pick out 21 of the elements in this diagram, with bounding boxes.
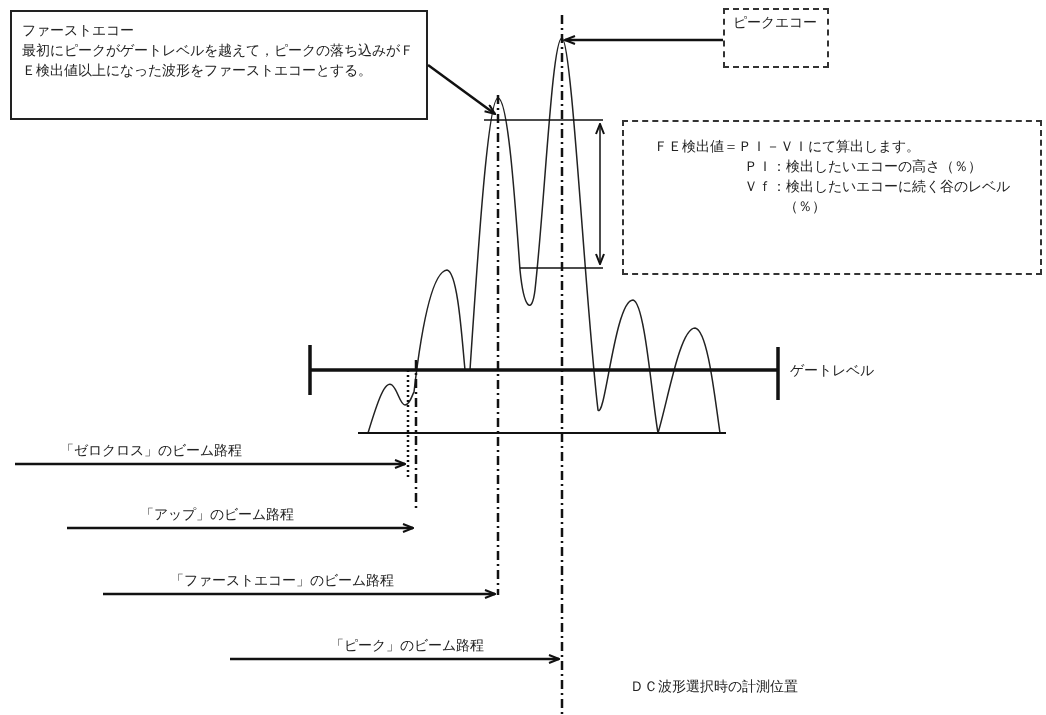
- text: ピークエコー: [733, 13, 818, 32]
- measurement-line: [495, 95, 501, 595]
- text: ＦＥ検出値＝ＰＩ－ＶＩにて算出します。: [654, 137, 921, 156]
- arrow: [230, 654, 560, 664]
- arrow: [427, 64, 496, 115]
- measurement-line: [405, 370, 411, 478]
- measurement-line: [559, 15, 565, 715]
- arrow: [564, 35, 723, 45]
- text: ＰＩ：検出したいエコーの高さ（％）: [743, 157, 983, 176]
- arrow: [15, 459, 406, 469]
- label: ＤＣ波形選択時の計測位置: [630, 677, 798, 696]
- arrow: [67, 523, 414, 533]
- arrow: [103, 589, 496, 599]
- heading: ファーストエコー: [22, 21, 135, 40]
- callout-box: [622, 120, 1042, 275]
- text: Ｖｆ：検出したいエコーに続く谷のレベル（％）: [743, 177, 1011, 216]
- label: ゲートレベル: [790, 361, 874, 380]
- callout-box: [723, 8, 829, 68]
- measurement-line: [413, 360, 419, 510]
- callout-box: [10, 10, 428, 120]
- text: 最初にピークがゲートレベルを越えて，ピークの落ち込みがＦＥ検出値以上になった波形をファーストエコーとする。: [22, 41, 415, 80]
